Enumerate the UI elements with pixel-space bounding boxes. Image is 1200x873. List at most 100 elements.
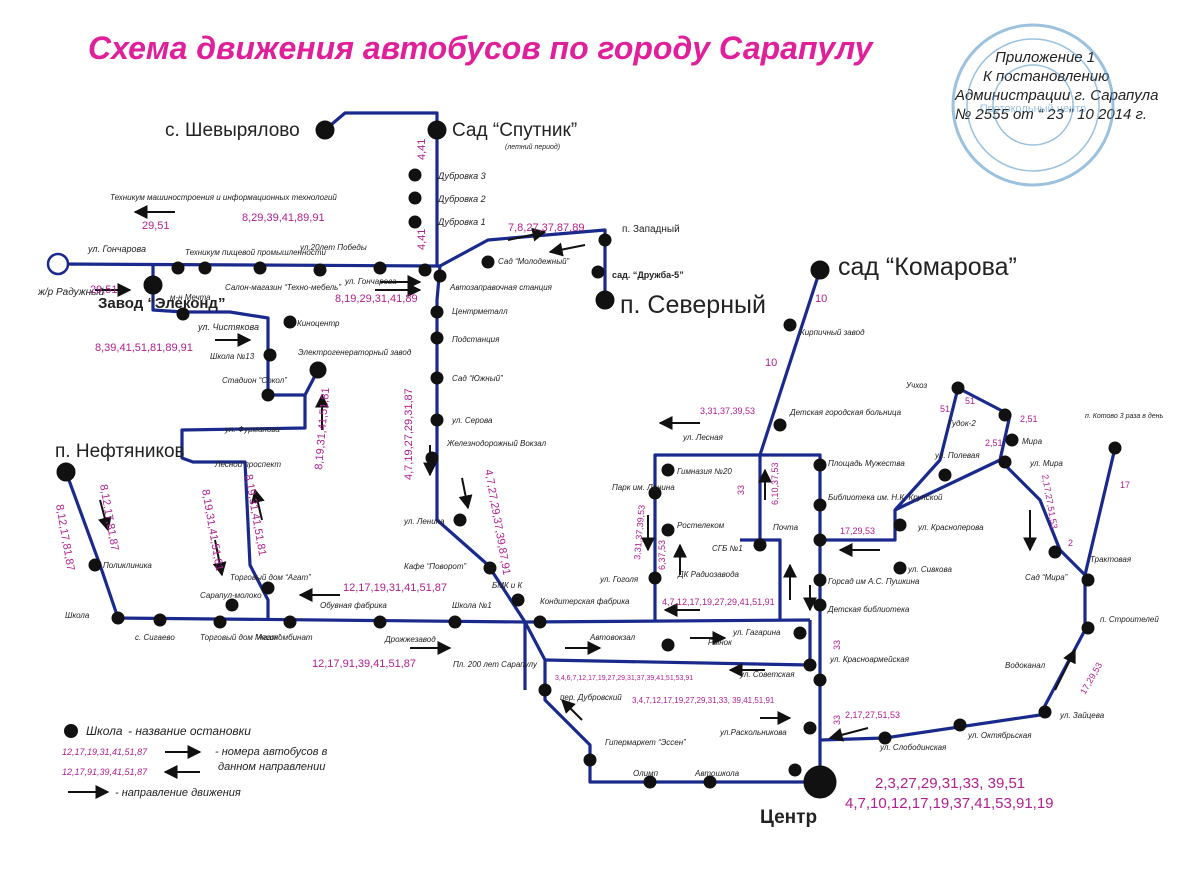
stop-marker <box>213 615 227 629</box>
stop-marker <box>1108 441 1122 455</box>
label-olimp: Олимп <box>633 769 659 778</box>
stop-marker <box>427 120 447 140</box>
label-poleva: ул. Полевая <box>934 451 980 460</box>
label-agat2: Торговый дом “Агат” <box>200 633 281 642</box>
label-biblioteka: Библиотека им. Н.К. Крупской <box>828 493 943 502</box>
stop-marker <box>1081 573 1095 587</box>
label-kotovo: п. Котово 3 раза в день <box>1085 412 1163 420</box>
direction-arrow <box>212 539 227 577</box>
legend-stop-icon <box>64 724 78 738</box>
stop-marker <box>773 418 787 432</box>
route-num: 2,17,27,51,53 <box>845 710 900 720</box>
stop-marker <box>643 775 657 789</box>
label-konditer: Кондитерская фабрика <box>540 597 630 606</box>
route-num: 2,51 <box>985 438 1003 448</box>
route-num: 3,4,7,12,17,19,27,29,31,33, 39,41,51,91 <box>632 696 775 705</box>
route-num: 3,4,6,7,12,17,19,27,29,31,37,39,41,51,53… <box>555 675 693 682</box>
label-sad-mira: Сад “Мира” <box>1025 573 1068 582</box>
label-essen: Гипермаркет “Эссен” <box>605 738 686 747</box>
stop-marker <box>583 753 597 767</box>
label-pobedy: ул.20лет Победы <box>299 243 367 252</box>
route-num: 4,41 <box>416 139 428 160</box>
route-num: 3,31,37,39,53 <box>632 504 647 560</box>
label-detskaya-bol: Детская городская больница <box>789 408 902 417</box>
place-sputnik-note: (летний период) <box>505 143 560 151</box>
label-traktovaya: Трактовая <box>1090 555 1132 564</box>
stop-marker <box>408 191 422 205</box>
label-avtovokzal: Автовокзал <box>589 633 636 642</box>
legend-nums-b: 12,17,91,39,41,51,87 <box>62 767 148 777</box>
stop-marker <box>481 255 495 269</box>
stop-marker <box>893 518 907 532</box>
label-sgb1: СГБ №1 <box>712 544 743 553</box>
stop-marker <box>263 348 277 362</box>
legend-nums-a: 12,17,19,31,41,51,87 <box>62 747 148 757</box>
stop-marker <box>803 721 817 735</box>
direction-arrow <box>97 499 112 532</box>
stop-marker <box>283 615 297 629</box>
route-num: 8,12,17,81,87 <box>53 503 77 571</box>
label-gorsad: Горсад им А.С. Пушкина <box>828 577 920 586</box>
stop-marker <box>1005 433 1019 447</box>
route-num: 17,29,53 <box>840 526 875 536</box>
label-serova: ул. Серова <box>451 416 493 425</box>
stop-marker <box>313 263 327 277</box>
official-stamp-icon: Протокольный центр <box>951 23 1115 187</box>
stop-marker <box>661 638 675 652</box>
stop-marker <box>315 120 335 140</box>
stop-marker <box>1081 621 1095 635</box>
route-num: 33 <box>832 640 842 650</box>
label-gonchar2: ул. Гончарова <box>344 277 397 286</box>
place-severny: п. Северный <box>620 291 766 319</box>
label-sokol: Стадион “Сокол” <box>222 376 287 385</box>
map-title: Схема движения автобусов по городу Сарап… <box>88 30 873 66</box>
stop-marker <box>430 305 444 319</box>
label-rostelekom: Ростелеком <box>677 521 725 530</box>
label-dubrovka1: Дубровка 1 <box>437 217 486 227</box>
label-det-bibl: Детская библиотека <box>827 605 910 614</box>
label-sigaevo: с. Сигаево <box>135 633 175 642</box>
bus-stops <box>46 120 1122 799</box>
route-num: 8,39,41,51,81,89,91 <box>95 342 193 354</box>
label-mira: Мира <box>1022 437 1043 446</box>
label-raskolnikova: ул.Раскольникова <box>719 728 787 737</box>
stop-marker <box>453 513 467 527</box>
stop-marker <box>788 763 802 777</box>
label-tekhnikum-pish: Техникум пищевой промышленности <box>185 248 326 257</box>
stop-marker <box>813 533 827 547</box>
route-num: 4,41 <box>416 229 428 250</box>
direction-arrows <box>95 205 1076 742</box>
route-num: 12,17,19,31,41,51,87 <box>343 582 447 594</box>
stop-marker <box>810 260 830 280</box>
label-gimnaziya20: Гимназия №20 <box>677 467 732 476</box>
legend-dir-desc: - направление движения <box>115 787 241 799</box>
stop-marker <box>1048 545 1062 559</box>
stop-marker <box>595 290 615 310</box>
route-num: 29,51 <box>142 220 170 232</box>
stamp-text: Протокольный центр <box>980 103 1087 115</box>
stop-marker <box>793 626 807 640</box>
stop-marker <box>425 451 439 465</box>
label-oktyabrskaya: ул. Октябрьская <box>967 731 1032 740</box>
label-dubrovka2: Дубровка 2 <box>437 194 486 204</box>
place-komarova: сад “Комарова” <box>838 253 1017 281</box>
place-druzhba: сад. “Дружба-5” <box>612 270 684 280</box>
label-avtoshkola: Автошкола <box>694 769 740 778</box>
label-sivkova: ул. Сивкова <box>907 565 952 574</box>
legend-stop-desc: - название остановки <box>128 724 251 738</box>
label-lesnoy: Лесной проспект <box>214 460 281 469</box>
label-pl-muzhestva: Площадь Мужества <box>828 459 905 468</box>
place-raduzhny: ж/р Радужный <box>37 287 104 298</box>
stop-labels: Дубровка 3 Дубровка 2 Дубровка 1 Технику… <box>65 171 1163 778</box>
stop-marker <box>598 233 612 247</box>
stop-marker <box>88 558 102 572</box>
appendix-line-3: Администрации г. Сарапула <box>955 87 1159 104</box>
label-molodezhny: Сад “Молодежный” <box>498 257 570 266</box>
place-shevyryalovo: с. Шевырялово <box>165 120 300 141</box>
stop-marker <box>418 263 432 277</box>
label-podstanciya: Подстанция <box>452 335 500 344</box>
label-krasnoperova: ул. Красноперова <box>917 523 984 532</box>
direction-arrow <box>1054 648 1076 691</box>
label-furmanova: ул. Фурманова <box>224 425 280 434</box>
